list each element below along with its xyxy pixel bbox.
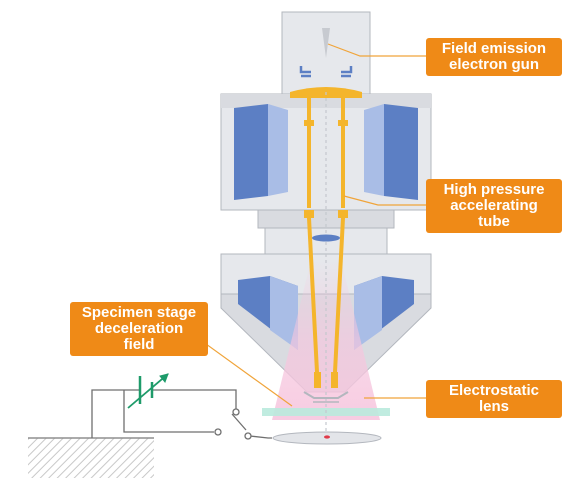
label-accelerating-tube: High pressure accelerating tube	[426, 179, 562, 233]
upper-coil-right	[364, 104, 418, 200]
extractor-electrodes	[299, 66, 353, 74]
variable-battery-icon	[127, 373, 169, 409]
accelerating-tube	[290, 87, 362, 388]
objective-coil-right	[354, 276, 414, 350]
label-field-emission-gun: Field emission electron gun	[426, 38, 562, 76]
objective-coil-left	[238, 276, 298, 350]
bias-circuit	[91, 389, 272, 440]
ground	[28, 437, 154, 478]
emitter-tip	[322, 28, 330, 58]
leader-tube	[343, 195, 426, 206]
label-deceleration-field: Specimen stage deceleration field	[70, 302, 208, 356]
electrostatic-lens	[303, 391, 349, 403]
specimen-point	[324, 435, 330, 439]
gun-housing	[281, 11, 371, 95]
condenser-aperture	[312, 234, 340, 242]
leader-gun	[327, 43, 426, 57]
label-electrostatic-lens: Electrostatic lens	[426, 380, 562, 418]
specimen-stage	[272, 431, 382, 445]
upper-coil-left	[234, 104, 288, 200]
